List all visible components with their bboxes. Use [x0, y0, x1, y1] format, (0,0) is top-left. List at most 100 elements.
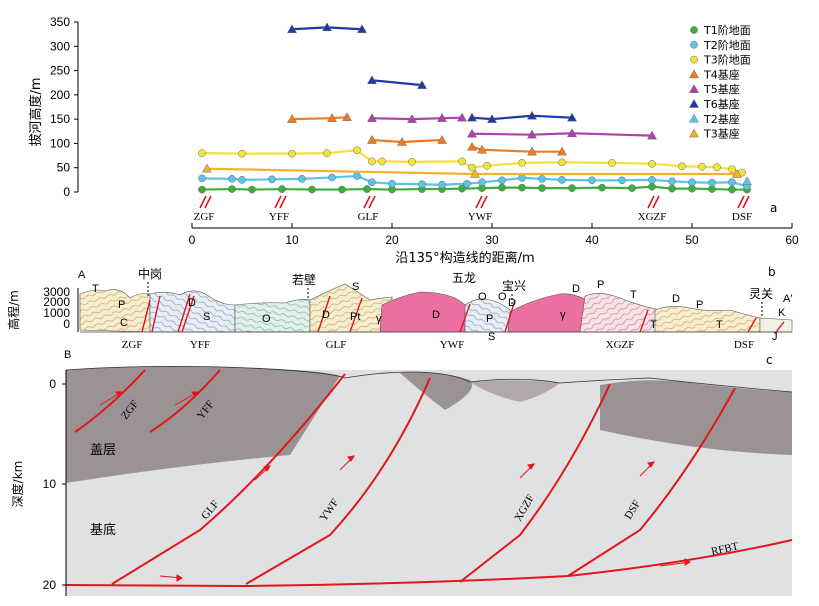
data-point: [713, 163, 721, 172]
place-label: 中岗: [138, 266, 162, 281]
fault-tick: [363, 195, 371, 209]
series-group: [742, 176, 752, 186]
data-point: [708, 178, 716, 187]
panel-label-a: a: [770, 201, 777, 215]
data-point: [688, 178, 696, 187]
data-point: [689, 84, 699, 93]
data-point: [198, 149, 206, 157]
unit-label: Pt: [350, 311, 360, 323]
data-point: [367, 135, 377, 144]
data-point: [437, 135, 447, 144]
y-tick-label: 100: [50, 136, 70, 150]
data-point: [728, 185, 736, 194]
legend-label: T3阶地面: [703, 53, 751, 67]
data-point: [388, 179, 396, 188]
surface-line: [65, 366, 793, 393]
legend-label: T3基座: [703, 127, 740, 141]
fault-tick: [480, 195, 488, 209]
data-point: [368, 157, 376, 166]
data-point: [698, 162, 706, 171]
series-line: [471, 145, 562, 153]
data-point: [732, 169, 742, 178]
series-group: [287, 112, 567, 156]
fault-tick: [279, 195, 287, 209]
profile-fault-label: DSF: [734, 339, 754, 351]
data-point: [689, 113, 699, 123]
fault-tick: [204, 195, 212, 209]
data-point: [467, 141, 477, 151]
x-tick-label: 10: [285, 233, 299, 247]
data-point: [467, 128, 477, 138]
data-point: [527, 146, 537, 156]
data-point: [458, 157, 466, 166]
geologic-profile: 高程/m 3000 2000 1000 0 A A′ 中岗 若壁 五龙 宝: [6, 265, 792, 367]
crustal-cross-section: B B′ ZGF Y: [10, 349, 793, 596]
panel-label-c: c: [766, 353, 773, 367]
data-point: [367, 113, 377, 122]
data-point: [417, 80, 427, 89]
x-tick-label: 60: [785, 233, 799, 247]
section-endpoint-start: B: [64, 349, 71, 361]
unit-O-block: [234, 299, 311, 333]
data-point: [567, 112, 577, 122]
data-point: [328, 173, 336, 182]
panel-label-b: b: [768, 265, 776, 279]
data-point: [357, 24, 367, 34]
data-point: [678, 162, 686, 171]
data-point: [648, 182, 656, 191]
profile-fault-label: ZGF: [122, 339, 143, 351]
series-group: [198, 182, 751, 194]
place-label: 宝兴: [502, 279, 526, 293]
data-point: [557, 146, 567, 156]
series-line: [371, 116, 463, 121]
data-point: [378, 157, 386, 166]
data-point: [483, 161, 491, 170]
unit-label: P: [486, 313, 493, 325]
unit-label: P: [118, 299, 125, 311]
data-point: [468, 163, 476, 172]
profile-ytick: 1000: [43, 306, 70, 320]
unit-label: T: [92, 283, 99, 295]
x-tick-label: 20: [385, 233, 399, 247]
unit-K-block: [759, 317, 793, 333]
fault-label: YWF: [468, 211, 492, 223]
y-tick-label: 150: [50, 112, 70, 126]
unit-label: J: [772, 331, 778, 343]
profile-fault-lines: [141, 293, 785, 333]
data-point: [648, 176, 656, 184]
profile-ytick: 2000: [43, 295, 70, 309]
series-group: [202, 163, 742, 178]
y-tick-label: 300: [50, 39, 70, 53]
y-tick-label: 350: [50, 15, 70, 29]
data-point: [527, 110, 537, 120]
data-point: [238, 149, 246, 158]
profile-fault-label: YFF: [190, 339, 210, 351]
unit-label: O: [262, 313, 271, 325]
fault-label: GLF: [358, 211, 379, 223]
unit-label: D: [432, 309, 440, 321]
y-tick-label: 50: [57, 161, 71, 175]
unit-P-T-block: [579, 293, 661, 333]
profile-fault-label: YWF: [440, 339, 464, 351]
data-point: [690, 26, 698, 34]
unit-label: D: [508, 297, 516, 309]
data-point: [438, 180, 446, 189]
cover-wedge-4: [470, 380, 560, 402]
unit-label: P: [696, 299, 703, 311]
data-point: [689, 69, 699, 79]
data-point: [518, 159, 526, 167]
unit-D-S-block-2: [464, 298, 513, 333]
profile-endpoint-end: A′: [783, 293, 792, 305]
data-point: [478, 178, 486, 187]
data-point: [598, 183, 606, 192]
fault-tick: [742, 195, 750, 209]
data-point: [248, 185, 256, 194]
fault-tick: [199, 195, 207, 209]
profile-ytick: 0: [63, 317, 70, 331]
data-point: [367, 75, 377, 85]
x-tick-label: 50: [685, 233, 699, 247]
